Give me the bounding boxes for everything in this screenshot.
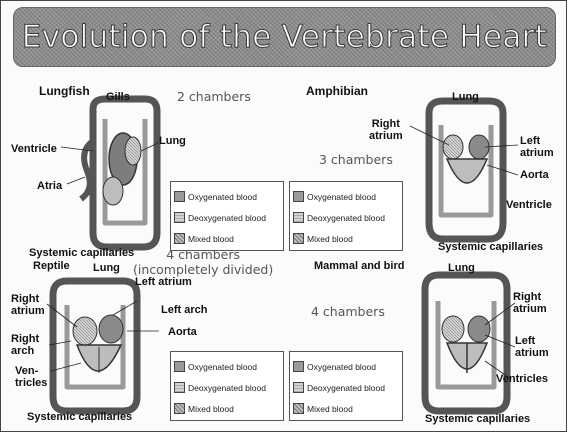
legend-row-mixed: Mixed blood bbox=[293, 398, 399, 419]
reptile-heart bbox=[73, 315, 123, 373]
amphibian-label-ventricle: Ventricle bbox=[506, 199, 552, 211]
amphibian-chambers-note: 3 chambers bbox=[319, 152, 393, 167]
legend-row-deoxygenated: Deoxygenated blood bbox=[174, 377, 280, 398]
amphibian-label-left-atrium: Left atrium bbox=[520, 135, 554, 159]
blood-legend: Oxygenated blood Deoxygenated blood Mixe… bbox=[289, 181, 403, 251]
legend-label: Deoxygenated blood bbox=[188, 383, 266, 393]
legend-label: Mixed blood bbox=[188, 234, 234, 244]
mammal-label-right-atrium: Right atrium bbox=[513, 291, 547, 315]
oxygenated-swatch bbox=[174, 191, 185, 202]
reptile-label-left-atrium: Left atrium bbox=[135, 276, 192, 288]
lungfish-label-gills: Gills bbox=[106, 91, 130, 103]
mammal-chambers-note: 4 chambers bbox=[311, 304, 385, 319]
legend-label: Mixed blood bbox=[188, 404, 234, 414]
lungfish-label-ventricle: Ventricle bbox=[11, 143, 57, 155]
deoxygenated-swatch bbox=[293, 382, 304, 393]
mixed-swatch bbox=[293, 403, 304, 414]
mixed-swatch bbox=[174, 233, 185, 244]
mammal-heart bbox=[442, 316, 490, 373]
legend-label: Oxygenated blood bbox=[307, 192, 376, 202]
legend-label: Deoxygenated blood bbox=[307, 383, 385, 393]
amphibian-label-lung: Lung bbox=[452, 91, 479, 103]
amphibian-label-aorta: Aorta bbox=[520, 169, 549, 181]
reptile-label-ventricles: Ven- tricles bbox=[15, 365, 47, 389]
mammal-label-systemic-capillaries: Systemic capillaries bbox=[425, 413, 530, 425]
reptile-label-right-arch: Right arch bbox=[11, 333, 39, 357]
legend-row-mixed: Mixed blood bbox=[174, 228, 280, 249]
legend-label: Deoxygenated blood bbox=[188, 213, 266, 223]
mammal-heading: Mammal and bird bbox=[314, 260, 404, 272]
legend-label: Oxygenated blood bbox=[307, 362, 376, 372]
mammal-label-ventricles: Ventricles bbox=[496, 373, 548, 385]
legend-label: Oxygenated blood bbox=[188, 362, 257, 372]
legend-row-oxygenated: Oxygenated blood bbox=[293, 186, 399, 207]
oxygenated-swatch bbox=[293, 361, 304, 372]
amphibian-label-right-atrium: Right atrium bbox=[369, 118, 403, 142]
lungfish-heading: Lungfish bbox=[39, 85, 90, 98]
legend-row-deoxygenated: Deoxygenated blood bbox=[293, 207, 399, 228]
reptile-label-systemic-capillaries: Systemic capillaries bbox=[27, 411, 132, 423]
reptile-label-lung: Lung bbox=[93, 262, 120, 274]
lungfish-chambers-note: 2 chambers bbox=[177, 89, 251, 104]
blood-legend: Oxygenated blood Deoxygenated blood Mixe… bbox=[289, 351, 403, 421]
amphibian-label-systemic-capillaries: Systemic capillaries bbox=[438, 241, 543, 253]
legend-row-deoxygenated: Deoxygenated blood bbox=[293, 377, 399, 398]
legend-label: Deoxygenated blood bbox=[307, 213, 385, 223]
lungfish-label-atria: Atria bbox=[37, 180, 62, 192]
reptile-label-left-arch: Left arch bbox=[161, 304, 207, 316]
legend-row-mixed: Mixed blood bbox=[293, 228, 399, 249]
mixed-swatch bbox=[174, 403, 185, 414]
legend-row-oxygenated: Oxygenated blood bbox=[174, 356, 280, 377]
reptile-heading: Reptile bbox=[33, 260, 70, 272]
legend-row-oxygenated: Oxygenated blood bbox=[293, 356, 399, 377]
reptile-chambers-note: 4 chambers (incompletely divided) bbox=[133, 247, 273, 277]
blood-legend: Oxygenated blood Deoxygenated blood Mixe… bbox=[170, 351, 284, 421]
lungfish-label-lung: Lung bbox=[159, 135, 186, 147]
blood-legend: Oxygenated blood Deoxygenated blood Mixe… bbox=[170, 181, 284, 251]
legend-row-deoxygenated: Deoxygenated blood bbox=[174, 207, 280, 228]
legend-row-oxygenated: Oxygenated blood bbox=[174, 186, 280, 207]
deoxygenated-swatch bbox=[174, 382, 185, 393]
oxygenated-swatch bbox=[174, 361, 185, 372]
amphibian-heading: Amphibian bbox=[306, 85, 368, 98]
reptile-label-aorta: Aorta bbox=[168, 326, 197, 338]
reptile-label-right-atrium: Right atrium bbox=[11, 293, 45, 317]
mixed-swatch bbox=[293, 233, 304, 244]
deoxygenated-swatch bbox=[174, 212, 185, 223]
legend-row-mixed: Mixed blood bbox=[174, 398, 280, 419]
mammal-label-lung: Lung bbox=[448, 262, 475, 274]
amphibian-heart bbox=[443, 135, 489, 183]
deoxygenated-swatch bbox=[293, 212, 304, 223]
oxygenated-swatch bbox=[293, 191, 304, 202]
legend-label: Mixed blood bbox=[307, 404, 353, 414]
lungfish-label-systemic-capillaries: Systemic capillaries bbox=[29, 247, 134, 259]
legend-label: Mixed blood bbox=[307, 234, 353, 244]
mammal-label-left-atrium: Left atrium bbox=[515, 335, 549, 359]
legend-label: Oxygenated blood bbox=[188, 192, 257, 202]
lungfish-heart bbox=[103, 133, 141, 205]
